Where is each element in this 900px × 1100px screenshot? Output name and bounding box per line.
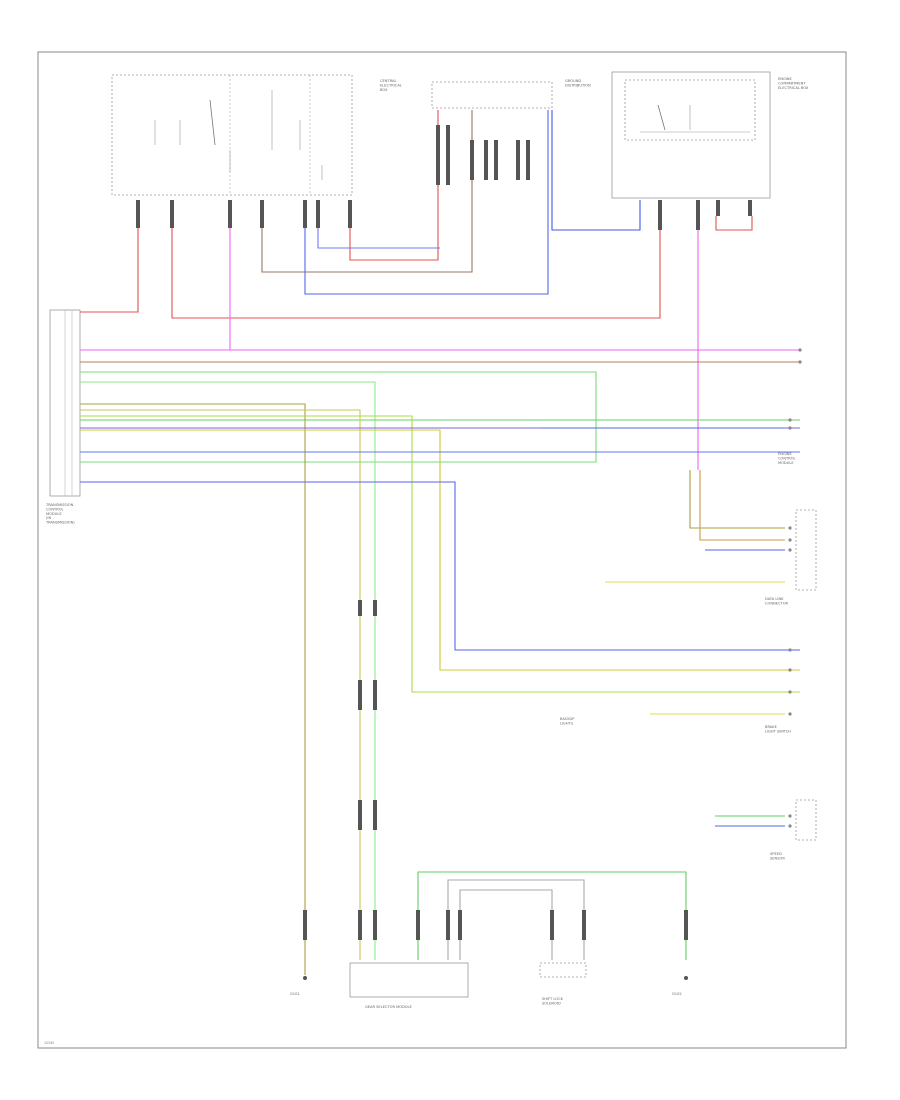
tcm-connector — [49, 309, 81, 497]
ground-right-label: G102 — [672, 992, 682, 996]
gear-selector-module — [349, 962, 469, 998]
engine-box-component — [611, 71, 771, 199]
speed-sensor-outline — [795, 799, 817, 841]
right-terminals — [788, 348, 802, 828]
gear-selector-label: GEAR SELECTOR MODULE — [365, 1005, 412, 1009]
footer-code: 12345 — [44, 1041, 54, 1045]
fuse-box-component — [111, 74, 353, 196]
shift-lock-solenoid — [539, 962, 587, 978]
connector-markers — [136, 125, 752, 940]
ground-left-label: G101 — [290, 992, 300, 996]
diagram-frame — [37, 51, 847, 1049]
ground-distribution-component — [431, 81, 553, 109]
ground-right-icon — [684, 976, 688, 980]
ground-left-icon — [303, 976, 307, 980]
right-branch-wires — [540, 216, 785, 827]
tcm-harness — [80, 110, 800, 975]
ecm-outline — [795, 509, 817, 591]
